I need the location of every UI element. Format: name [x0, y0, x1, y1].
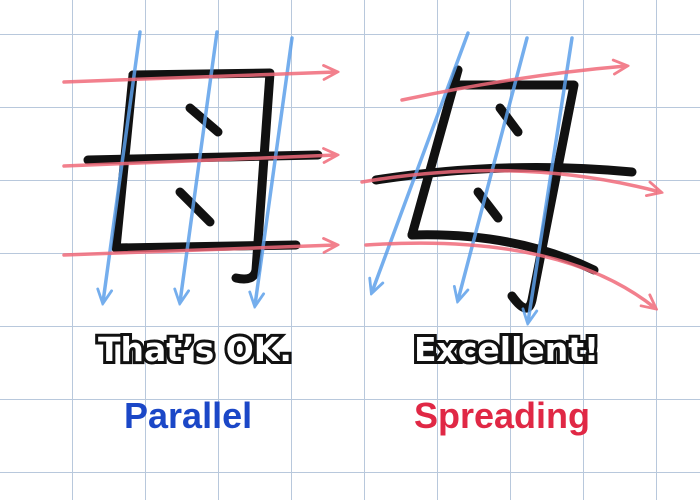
- left-verdict-text: That’s OK.: [95, 327, 295, 372]
- left-stroke-dot-bottom: [175, 187, 215, 227]
- left-label-parallel: Parallel: [124, 395, 253, 436]
- right-stroke-horizontal-bottom: [407, 230, 599, 275]
- left-character-parallel: [62, 30, 336, 305]
- right-vertical-guide-3: [528, 36, 574, 322]
- right-horizontal-guide-3: [364, 241, 655, 308]
- left-vertical-guide-3: [255, 36, 294, 305]
- right-verdict-text: Excellent!: [411, 327, 602, 372]
- left-vertical-guide-1: [103, 30, 142, 302]
- left-stroke-frame-top-right: [128, 68, 275, 284]
- left-horizontal-guide-3: [62, 245, 336, 257]
- left-horizontal-guide-2: [62, 155, 336, 168]
- right-character-spreading: [360, 31, 660, 322]
- right-stroke-dot-top: [495, 103, 523, 137]
- right-stroke-frame-left: [407, 65, 463, 240]
- left-stroke-horizontal-bottom: [111, 240, 301, 253]
- right-stroke-dot-bottom: [473, 187, 503, 223]
- right-horizontal-guide-2: [360, 168, 660, 192]
- right-vertical-guide-1: [372, 31, 470, 292]
- left-horizontal-guide-1: [62, 72, 336, 84]
- right-horizontal-guide-1: [400, 66, 626, 102]
- right-stroke-frame-top-right: [453, 80, 579, 313]
- right-label-spreading: Spreading: [414, 395, 591, 436]
